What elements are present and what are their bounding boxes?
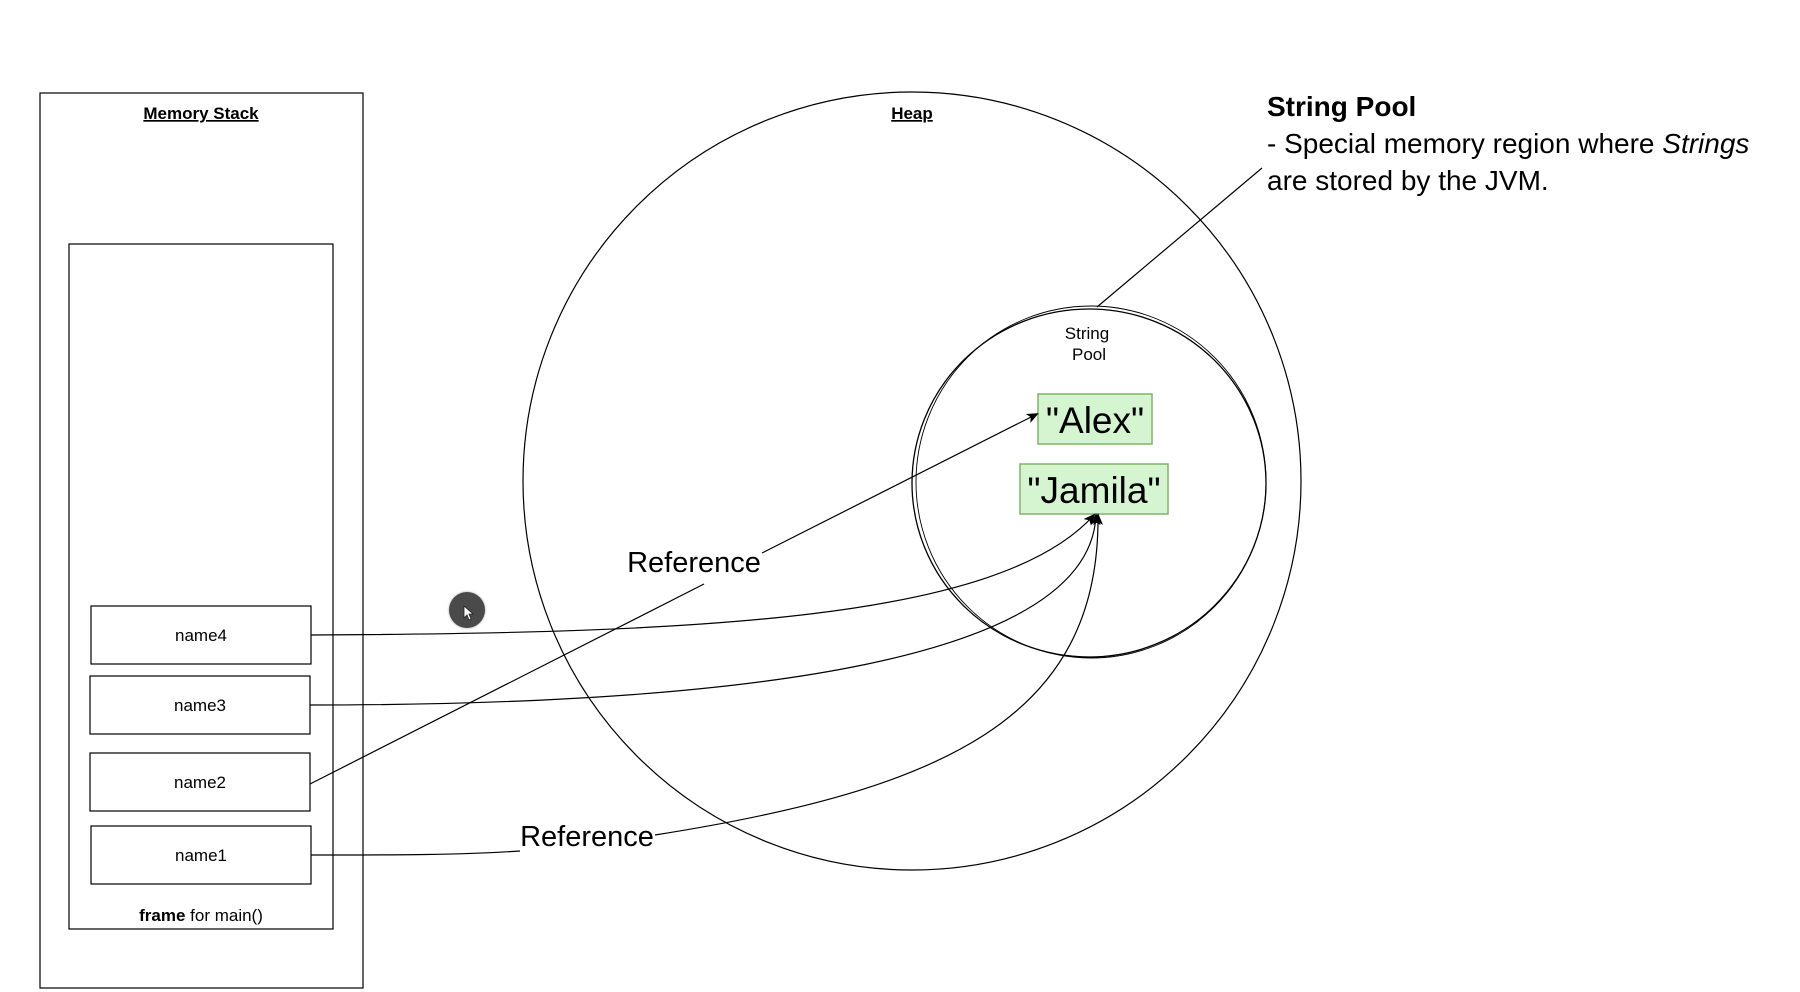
mouse-pointer-icon	[449, 592, 485, 628]
frame-label: frame for main()	[139, 906, 263, 925]
string-pool-annotation: String Pool - Special memory region wher…	[1267, 88, 1787, 199]
string-pool-label-line1: String	[1065, 324, 1109, 343]
annotation-text: - Special memory region where Strings ar…	[1267, 128, 1750, 196]
var-box-name1[interactable]: name1	[90, 825, 312, 885]
memory-stack-title: Memory Stack	[143, 104, 259, 123]
memory-stack-box	[39, 92, 364, 989]
arrow-name1-segment-1	[310, 850, 521, 856]
string-pool: String Pool "Alex" "Jamila"	[911, 305, 1267, 659]
memory-stack: Memory Stack name4 name3 name2 name1 fra…	[39, 92, 364, 989]
arrow-name2-to-alex	[761, 413, 1039, 554]
reference-arrows: Reference Reference	[309, 413, 1104, 856]
annotation-connector	[1096, 167, 1263, 308]
heap-title: Heap	[891, 104, 933, 123]
arrow-name4-to-jamila	[310, 513, 1096, 636]
var-box-name4[interactable]: name4	[90, 605, 312, 665]
arrow-name3-to-jamila	[309, 513, 1101, 706]
stack-frame-box	[68, 243, 334, 930]
stack-frame: name4 name3 name2 name1 frame for main()	[68, 243, 334, 930]
string-jamila[interactable]: "Jamila"	[1019, 463, 1169, 515]
var-box-name3[interactable]: name3	[89, 675, 311, 735]
string-jamila-label: "Jamila"	[1027, 470, 1160, 511]
arrow-name2-segment-1	[309, 583, 705, 785]
var-label-name3: name3	[174, 696, 226, 715]
var-label-name2: name2	[174, 773, 226, 792]
annotation-title: String Pool	[1267, 91, 1417, 122]
var-label-name1: name1	[175, 846, 227, 865]
arrow-name1-to-jamila	[654, 513, 1104, 836]
reference-label-lower: Reference	[520, 821, 654, 853]
var-box-name2[interactable]: name2	[89, 752, 311, 812]
pointer-arrow-icon	[463, 605, 475, 621]
var-label-name4: name4	[175, 626, 227, 645]
string-pool-circle-sketch	[915, 305, 1267, 659]
heap-circle	[522, 91, 1302, 871]
reference-label-upper: Reference	[627, 547, 761, 579]
string-alex-label: "Alex"	[1046, 400, 1144, 441]
string-alex[interactable]: "Alex"	[1037, 393, 1153, 445]
string-pool-label-line2: Pool	[1072, 345, 1106, 364]
heap: Heap String Pool "Alex" "Jamila"	[522, 91, 1302, 871]
